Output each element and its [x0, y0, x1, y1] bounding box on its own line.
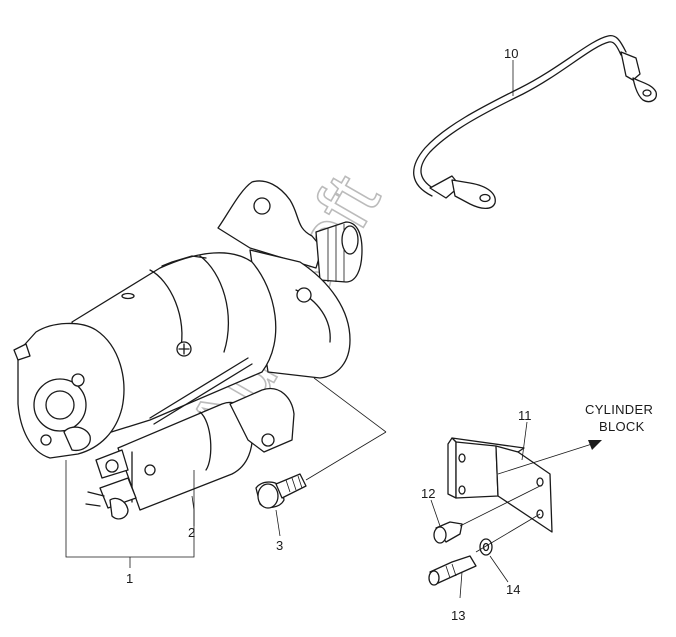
callout-12: 12 [421, 486, 435, 501]
cylinder-block-label-line2: BLOCK [599, 419, 645, 434]
callout-13: 13 [451, 608, 465, 623]
callout-2: 2 [188, 525, 195, 540]
callout-10: 10 [504, 46, 518, 61]
callout-14: 14 [506, 582, 520, 597]
mounting-bolt [255, 377, 387, 509]
starter-motor-assembly [13, 180, 363, 520]
bracket-bolt [433, 485, 541, 544]
callout-1: 1 [126, 571, 133, 586]
battery-cable [413, 34, 657, 210]
callout-3: 3 [276, 538, 283, 553]
leader-lines [65, 60, 528, 599]
cylinder-block-label-line1: CYLINDER [585, 402, 653, 417]
direction-arrow [497, 440, 602, 475]
stud-and-washer [428, 513, 541, 586]
mounting-bracket [447, 437, 553, 533]
callout-11: 11 [518, 408, 532, 423]
